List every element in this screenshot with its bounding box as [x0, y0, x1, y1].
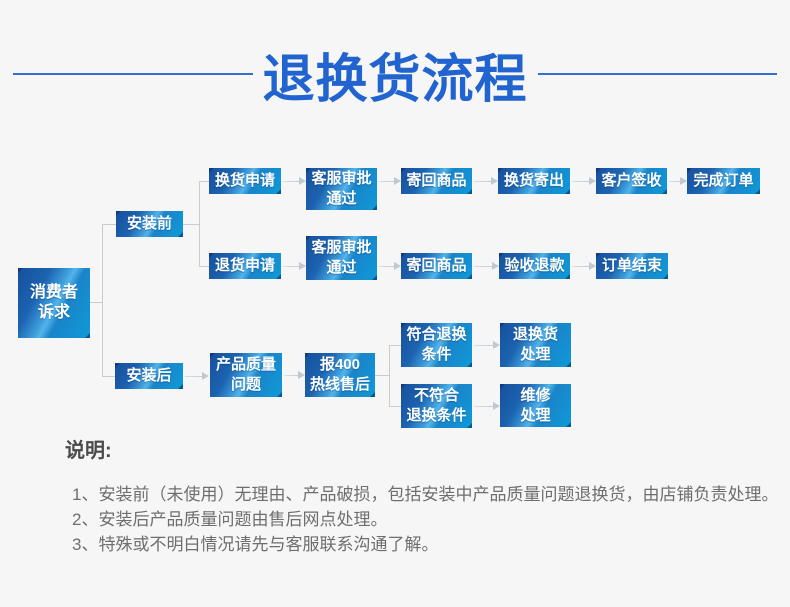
page-title: 退换货流程 — [262, 50, 528, 109]
arrow-approval1-sendback — [379, 177, 401, 185]
connector-trunk-pre-install — [102, 224, 116, 225]
connector-bracket-vertical — [389, 345, 390, 406]
arrow-exchange-request-approval — [283, 177, 306, 185]
note-item-2: 2、安装后产品质量问题由售后网点处理。 — [72, 510, 388, 529]
connector-trunk-post-install — [102, 376, 115, 377]
flow-node-send-back-goods-2: 寄回商品 — [401, 253, 472, 279]
arrow-signed-complete — [669, 177, 687, 185]
flow-node-refund-after-inspection: 验收退款 — [499, 253, 570, 279]
page-header: 退换货流程 — [0, 38, 790, 110]
flow-node-cs-approval-pass-1: 客服审批 通过 — [306, 168, 377, 210]
arrow-sendback2-refund — [474, 262, 499, 270]
flow-node-pre-install: 安装前 — [116, 211, 183, 237]
flow-node-send-back-goods-1: 寄回商品 — [401, 168, 472, 194]
flow-node-post-install: 安装后 — [115, 363, 183, 389]
flow-node-repair-handling: 维修 处理 — [500, 384, 571, 427]
flow-node-customer-signed: 客户签收 — [596, 168, 667, 194]
flow-node-exchange-request: 换货申请 — [209, 168, 281, 194]
arrow-shipped-signed — [572, 177, 596, 185]
notes-list: 1、安装前（未使用）无理由、产品破损，包括安装中产品质量问题退换货，由店铺负责处… — [72, 482, 779, 557]
flow-node-return-request: 退货申请 — [209, 253, 281, 279]
flow-node-not-meets-conditions: 不符合 退换条件 — [401, 384, 472, 428]
arrow-return-request-approval — [283, 262, 306, 270]
connector-hotline-bracket — [375, 375, 389, 376]
arrow-sendback1-shipped — [474, 177, 498, 185]
arrow-refund-orderend — [572, 262, 596, 270]
notes-heading: 说明: — [65, 440, 112, 462]
arrow-post-install-quality — [185, 372, 209, 380]
flow-node-exchange-shipped: 换货寄出 — [498, 168, 570, 194]
note-item-1: 1、安装前（未使用）无理由、产品破损，包括安装中产品质量问题退换货，由店铺负责处… — [72, 485, 779, 504]
arrow-meets-handling — [474, 341, 500, 349]
arrow-quality-hotline — [284, 371, 305, 379]
arrow-approval2-sendback — [379, 262, 401, 270]
connector-trunk-vertical — [102, 224, 103, 376]
flow-node-call-400-hotline: 报400 热线售后 — [305, 353, 375, 397]
connector-split-vertical — [199, 181, 200, 266]
flow-node-return-exchange-handling: 退换货 处理 — [500, 323, 571, 367]
flow-node-cs-approval-pass-2: 客服审批 通过 — [306, 236, 377, 280]
arrow-notmeets-repair — [474, 402, 500, 410]
flow-node-product-quality-issue: 产品质量 问题 — [210, 353, 282, 397]
flow-node-order-end: 订单结束 — [596, 253, 668, 279]
flow-node-meets-conditions: 符合退换 条件 — [401, 323, 472, 367]
flow-node-consumer: 消费者 诉求 — [18, 268, 90, 338]
title-rule-left — [13, 73, 253, 75]
connector-split-return — [199, 266, 209, 267]
connector-bracket-not-meets — [389, 406, 401, 407]
connector-split-exchange — [199, 181, 209, 182]
connector-pre-install-split — [183, 224, 199, 225]
note-item-3: 3、特殊或不明白情况请先与客服联系沟通了解。 — [72, 535, 439, 554]
connector-bracket-meets — [389, 345, 401, 346]
connector-consumer-trunk — [90, 302, 102, 303]
title-rule-right — [537, 73, 778, 75]
flow-node-order-complete: 完成订单 — [687, 168, 760, 194]
